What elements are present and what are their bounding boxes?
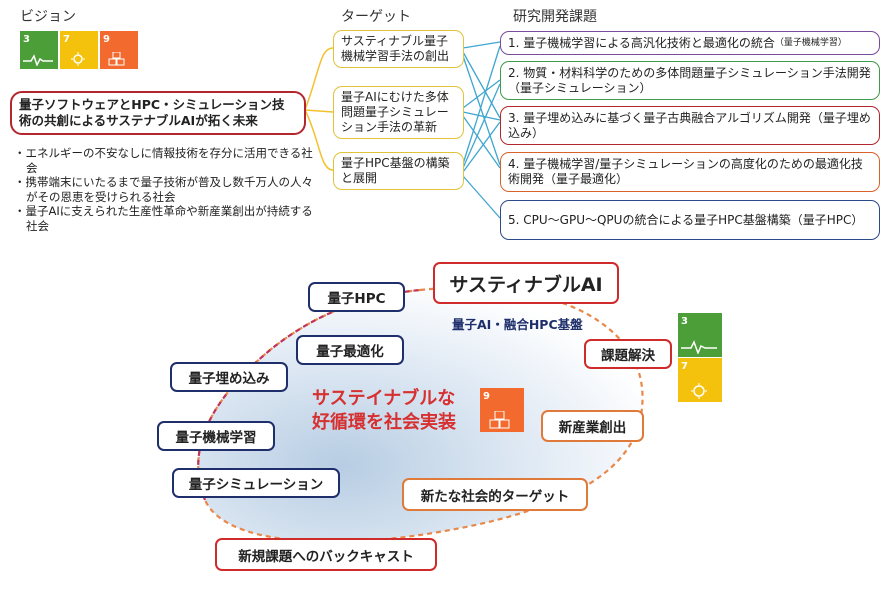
bullet-item: ・携帯端末にいたるまで量子技術が普及し数千万人の人々がその恩恵を受けられる社会 [14, 175, 313, 204]
sdg-9-icon: 9 [100, 31, 138, 69]
target-sim-box: 量子AIにむけた多体問題量子シミュレーション手法の革新 [333, 86, 464, 139]
rd-item-2: 2. 物質・材料科学のための多体問題量子シミュレーション手法開発（量子シミュレー… [500, 61, 880, 100]
cycle-node-industry: 新産業創出 [541, 410, 644, 442]
center-title-box: サスティナブルAI [433, 262, 619, 304]
rd-item-1: 1. 量子機械学習による高汎化技術と最適化の統合（量子機械学習） [500, 31, 880, 55]
sdg-3-icon: 3 [678, 313, 722, 357]
cycle-node-ml: 量子機械学習 [157, 421, 275, 451]
cycle-node-backcast: 新規課題へのバックキャスト [215, 538, 437, 571]
rd-header: 研究開発課題 [513, 9, 597, 25]
bullet-item: ・量子AIに支えられた生産性革命や新産業創出が持続する社会 [14, 204, 313, 233]
cycle-node-opt: 量子最適化 [296, 335, 404, 365]
cycle-node-solve: 課題解決 [584, 339, 672, 369]
sdg-9-icon: 9 [480, 388, 524, 432]
target-ml-box: サスティナブル量子機械学習手法の創出 [333, 30, 464, 68]
connector-lines [304, 41, 501, 219]
vision-header: ビジョン [20, 9, 76, 25]
cycle-node-hpc: 量子HPC [308, 282, 405, 312]
rd-item-5: 5. CPU～GPU～QPUの統合による量子HPC基盤構築（量子HPC） [500, 200, 880, 240]
sdg-3-icon: 3 [20, 31, 58, 69]
cycle-node-embed: 量子埋め込み [170, 362, 288, 392]
rd-item-3: 3. 量子埋め込みに基づく量子古典融合アルゴリズム開発（量子埋め込み） [500, 106, 880, 145]
sdg-7-icon: 7 [60, 31, 98, 69]
vision-box: 量子ソフトウェアとHPC・シミュレーション技術の共創によるサステナブルAIが拓く… [10, 91, 306, 135]
rd-item-1-tag: （量子機械学習） [774, 37, 847, 48]
slogan: サステイナブルな 好循環を社会実装 [312, 388, 456, 433]
vision-bullet-list: ・エネルギーの不安なしに情報技術を存分に活用できる社会 ・携帯端末にいたるまで量… [14, 146, 314, 233]
rd-item-4: 4. 量子機械学習/量子シミュレーションの高度化のための最適化技術開発（量子最適… [500, 152, 880, 192]
vision-text: 量子ソフトウェアとHPC・シミュレーション技術の共創によるサステナブルAIが拓く… [19, 97, 285, 128]
target-hpc-box: 量子HPC基盤の構築と展開 [333, 152, 464, 190]
center-subtitle: 量子AI・融合HPC基盤 [452, 317, 583, 332]
target-header: ターゲット [341, 9, 411, 25]
cycle-node-target: 新たな社会的ターゲット [402, 478, 588, 511]
sdg-7-icon: 7 [678, 358, 722, 402]
cycle-node-sim: 量子シミュレーション [172, 468, 340, 498]
bullet-item: ・エネルギーの不安なしに情報技術を存分に活用できる社会 [14, 146, 313, 175]
